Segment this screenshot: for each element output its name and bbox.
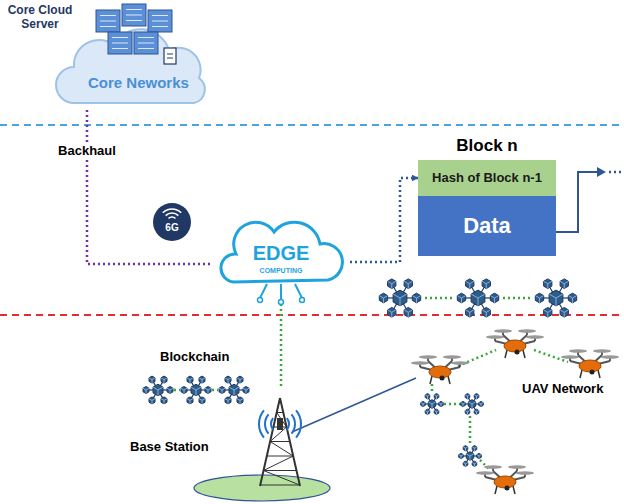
access-link <box>280 304 283 388</box>
blockchain-icon <box>219 376 249 404</box>
backhaul-link <box>87 110 212 264</box>
blockchain-icon <box>459 446 482 467</box>
cloud-node: Core Cloud ServerCore Neworks <box>4 2 212 110</box>
data-field: Data <box>418 196 556 256</box>
field-label: Hash of Block n-1 <box>432 171 542 186</box>
blockchain-icon <box>457 279 498 317</box>
wifi-icon <box>153 203 191 241</box>
dotted-link <box>444 403 462 406</box>
network-badge: 6G <box>160 222 184 234</box>
dotted-link <box>503 297 531 300</box>
dotted-link <box>212 389 218 392</box>
uav-drone <box>411 355 469 384</box>
edge-title: EDGE <box>212 242 350 265</box>
blockchain-icon <box>143 376 173 404</box>
blockchain-icon <box>181 376 211 404</box>
chain-arrow <box>556 172 598 232</box>
edge-cloud: EDGE COMPUTING <box>212 222 350 304</box>
blockchain-icon <box>379 279 420 317</box>
group-label: UAV Network <box>522 382 603 397</box>
edge-label: Backhaul <box>55 143 119 160</box>
arrow-head <box>597 167 606 177</box>
node-heading: Core Cloud Server <box>4 4 76 32</box>
zone-divider <box>0 314 624 316</box>
blockchain-icon <box>421 394 444 415</box>
group-label: Blockchain <box>160 350 229 365</box>
uav-drone <box>476 465 534 494</box>
edge-subtitle: COMPUTING <box>212 267 350 275</box>
dotted-link <box>609 171 622 174</box>
zone-divider <box>0 124 624 126</box>
block-heading: Block n <box>418 136 556 156</box>
blockchain-icon <box>461 394 484 415</box>
chain-link <box>350 178 418 262</box>
dotted-link <box>469 416 472 446</box>
hash-field: Hash of Block n-1 <box>418 160 556 196</box>
uav-drone <box>561 349 619 378</box>
uav-drone <box>486 329 544 358</box>
base-station: Base Station <box>130 388 330 502</box>
dotted-link <box>425 297 453 300</box>
dotted-link <box>431 384 434 394</box>
node-heading: Base Station <box>130 440 209 455</box>
blockchain-icon <box>535 279 576 317</box>
block-box: Hash of Block n-1Data Block n <box>418 136 556 256</box>
wireless-link <box>292 378 416 432</box>
field-label: Data <box>463 213 511 238</box>
cloud-label: Core Neworks <box>88 74 189 91</box>
dotted-link <box>174 389 180 392</box>
